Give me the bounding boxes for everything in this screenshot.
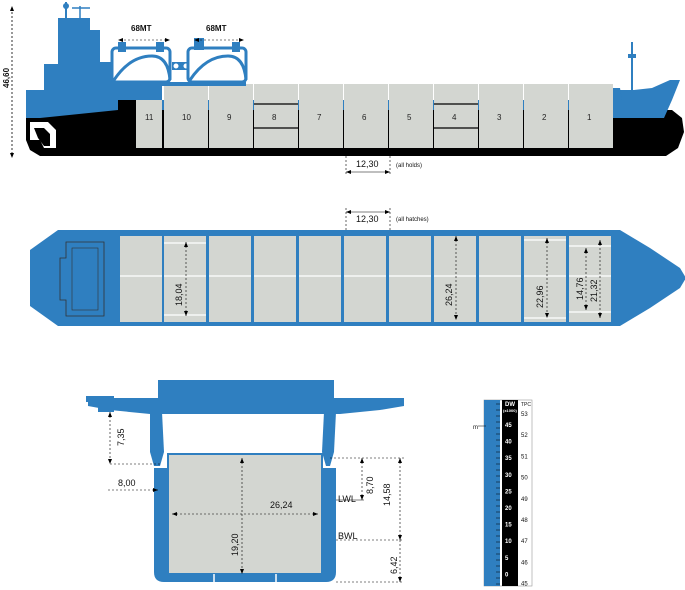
hold-cell: [479, 84, 523, 148]
tpc-value: 48: [521, 518, 528, 524]
crane-left: [110, 38, 172, 84]
hatch-length-note: (all hatches): [396, 217, 429, 223]
hatch-cell: [524, 236, 566, 322]
dim-8: 8,00: [118, 478, 136, 488]
hatch-cell: [434, 236, 476, 322]
tpc-value: 53: [521, 412, 528, 418]
hold-number: 2: [542, 113, 547, 122]
hatch-cell: [120, 236, 162, 322]
dw-column: [502, 400, 518, 586]
hold-number: 10: [182, 113, 191, 122]
tpc-value: 47: [521, 539, 528, 545]
tpc-value: 49: [521, 497, 528, 503]
side-view: 46,60 11 10 9 8 7 6 5 4 3 2 1: [2, 2, 684, 176]
dim-21: 21,32: [589, 279, 599, 302]
dw-value: 10: [505, 539, 512, 545]
hold-cell: [389, 84, 433, 148]
hold-cell: [434, 84, 478, 148]
plan-view: 12,30 (all hatches) 18,04 26,24 22,96 14…: [30, 208, 685, 326]
dw-value: 5: [505, 556, 509, 562]
hatch-cell: [254, 236, 296, 322]
dim-1458: 14,58: [382, 483, 392, 506]
dim-7: 7,35: [116, 428, 126, 446]
hold-number: 5: [407, 113, 412, 122]
hatch-row: [120, 236, 611, 322]
dw-value: 0: [505, 572, 509, 578]
hold-number: 7: [317, 113, 322, 122]
hold-cell: [254, 84, 298, 148]
hold-number: 3: [497, 113, 502, 122]
hatch-cell: [299, 236, 341, 322]
tpc-value: 46: [521, 560, 528, 566]
hatch-cell: [164, 236, 206, 322]
hold-cell: [209, 84, 253, 148]
hatch-cell: [569, 236, 611, 322]
dim-870: 8,70: [365, 476, 375, 494]
hold-number: 9: [227, 113, 232, 122]
hold-cell: [524, 84, 568, 148]
tpc-value: 51: [521, 454, 528, 460]
dim-width: 26,24: [270, 500, 293, 510]
dim-642: 6,42: [389, 556, 399, 574]
dw-value: 25: [505, 489, 512, 495]
tpc-value: 52: [521, 433, 528, 439]
hatch-length-value: 12,30: [356, 214, 379, 224]
hold-number: 6: [362, 113, 367, 122]
dw-value: 35: [505, 456, 512, 462]
dw-value: 40: [505, 440, 512, 446]
hold-length-value: 12,30: [356, 159, 379, 169]
dim-22: 22,96: [535, 285, 545, 308]
hold-length-note: (all holds): [396, 163, 422, 169]
hold-cell: [569, 84, 613, 148]
hold-cell: [344, 84, 388, 148]
dw-value: 15: [505, 523, 512, 529]
bwl-label: BWL: [338, 531, 358, 541]
dw-value: 45: [505, 423, 512, 429]
tpc-value: 50: [521, 476, 528, 482]
hold-number: 8: [272, 113, 277, 122]
hold-cell: [299, 84, 343, 148]
tpc-value: 45: [521, 582, 528, 588]
dw-header-sub: (x1000): [503, 408, 517, 413]
dw-header: DW: [505, 402, 515, 408]
draft-column: [484, 400, 500, 586]
hatch-cell: [344, 236, 386, 322]
crane-left-label: 68MT: [131, 24, 152, 33]
hold-cell: [164, 84, 208, 148]
dim-14: 14,76: [575, 277, 585, 300]
tpc-header: TPC: [521, 402, 531, 408]
dim-26: 26,24: [444, 283, 454, 306]
section-view: 7,35 8,00 26,24 19,20 8,70 14,58 6,42 LW…: [86, 380, 404, 583]
lwl-label: LWL: [338, 494, 356, 504]
hatch-cell: [389, 236, 431, 322]
hatch-cell: [209, 236, 251, 322]
crane-right-label: 68MT: [206, 24, 227, 33]
height-label: 46,60: [2, 67, 11, 88]
dw-value: 30: [505, 473, 512, 479]
hold-row: 11 10 9 8 7 6 5 4 3 2 1: [136, 84, 613, 148]
hold-number: 11: [145, 113, 154, 122]
dw-value: 20: [505, 506, 512, 512]
dw-values: 45 40 35 30 25 20 15 10 5 0: [505, 423, 512, 578]
hold-number: 1: [587, 113, 592, 122]
hold-number: 4: [452, 113, 457, 122]
crane-right: [186, 38, 248, 84]
funnel: [58, 18, 90, 90]
tpc-values: 53 52 51 50 49 48 47 46 45: [521, 412, 528, 588]
dim-18: 18,04: [174, 283, 184, 306]
hatch-cell: [479, 236, 521, 322]
draft-side-label: m: [473, 425, 478, 431]
dim-depth: 19,20: [230, 533, 240, 556]
hold-cell: [136, 100, 162, 148]
